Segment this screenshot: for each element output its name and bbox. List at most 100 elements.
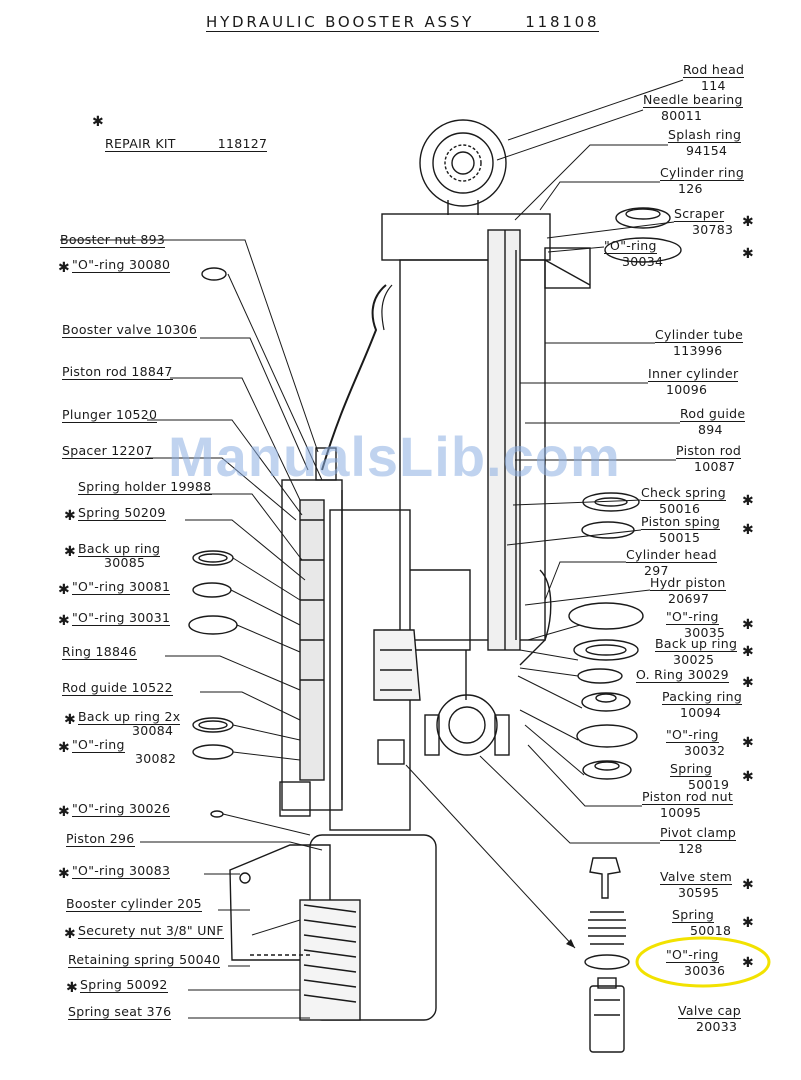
valve-cap [589, 985, 625, 1053]
assembly-number: 118108 [525, 13, 600, 31]
left-part-label-0: Booster nut 893 [60, 232, 166, 248]
right-part-label-0: Rod head [683, 62, 745, 78]
right-part-number-23: 50018 [690, 923, 732, 938]
right-part-label-17: Packing ring [662, 689, 743, 705]
spring-50019 [582, 760, 632, 780]
right-part-label-24: "O"-ring [666, 947, 719, 963]
oring-30083-mark [239, 872, 251, 884]
right-part-label-2: Splash ring [668, 127, 742, 143]
right-part-kit-marker-19: ✱ [742, 769, 755, 785]
right-part-number-3: 126 [678, 181, 703, 196]
right-part-label-20: Piston rod nut [642, 789, 734, 805]
left-part-number-13: 30084 [132, 723, 174, 738]
left-part-kit-marker-13: ✱ [64, 712, 77, 728]
right-part-label-22: Valve stem [660, 869, 733, 885]
right-part-number-1: 80011 [661, 108, 703, 123]
left-part-label-2: Booster valve 10306 [62, 322, 198, 338]
right-part-label-23: Spring [672, 907, 715, 923]
right-part-number-19: 50019 [688, 777, 730, 792]
right-part-label-15: Back up ring [655, 636, 738, 652]
right-part-kit-marker-23: ✱ [742, 915, 755, 931]
left-part-kit-marker-21: ✱ [66, 980, 79, 996]
right-part-number-2: 94154 [686, 143, 728, 158]
pivot-clamp [436, 694, 498, 756]
repair-kit-marker: ✱ [92, 114, 105, 130]
inner-cylinder [487, 229, 521, 651]
left-part-label-3: Piston rod 18847 [62, 364, 173, 380]
left-part-label-18: Booster cylinder 205 [66, 896, 202, 912]
right-part-kit-marker-11: ✱ [742, 522, 755, 538]
title-text: HYDRAULIC BOOSTER ASSY [206, 13, 475, 31]
right-part-label-4: Scraper [674, 206, 725, 222]
right-part-number-4: 30783 [692, 222, 734, 237]
right-part-kit-marker-22: ✱ [742, 877, 755, 893]
packing-ring-10094 [581, 692, 631, 712]
oring-30026 [210, 810, 224, 818]
right-part-kit-marker-15: ✱ [742, 644, 755, 660]
right-part-kit-marker-10: ✱ [742, 493, 755, 509]
right-part-number-22: 30595 [678, 885, 720, 900]
right-part-label-9: Piston rod [676, 443, 742, 459]
cylinder-head-top [381, 213, 551, 261]
right-part-number-24: 30036 [684, 963, 726, 978]
right-part-number-6: 113996 [673, 343, 723, 358]
right-part-kit-marker-18: ✱ [742, 735, 755, 751]
right-part-number-17: 10094 [680, 705, 722, 720]
right-part-number-8: 894 [698, 422, 723, 437]
right-part-label-10: Check spring [641, 485, 726, 501]
left-part-label-14: "O"-ring [72, 737, 125, 753]
left-part-kit-marker-17: ✱ [58, 866, 71, 882]
left-part-label-21: Spring 50092 [80, 977, 168, 993]
left-part-label-17: "O"-ring 30083 [72, 863, 171, 879]
right-part-number-12: 297 [644, 563, 669, 578]
right-part-label-13: Hydr piston [650, 575, 726, 591]
left-part-kit-marker-15: ✱ [58, 804, 71, 820]
right-part-label-14: "O"-ring [666, 609, 719, 625]
right-part-label-5: "O"-ring [604, 238, 657, 254]
left-part-label-16: Piston 296 [66, 831, 135, 847]
right-part-kit-marker-4: ✱ [742, 214, 755, 230]
right-part-number-25: 20033 [696, 1019, 738, 1034]
right-part-number-14: 30035 [684, 625, 726, 640]
hydraulic-port [544, 247, 591, 289]
right-part-label-11: Piston sping [641, 514, 721, 530]
left-part-label-4: Plunger 10520 [62, 407, 158, 423]
oring-30029 [577, 668, 623, 684]
left-part-label-13: Back up ring 2x [78, 709, 181, 725]
right-part-number-18: 30032 [684, 743, 726, 758]
repair-kit-number: 118127 [217, 136, 268, 151]
left-part-label-1: "O"-ring 30080 [72, 257, 171, 273]
right-part-kit-marker-5: ✱ [742, 246, 755, 262]
highlight-ring [635, 936, 771, 988]
oring-30035 [568, 602, 644, 630]
oring-30032 [576, 724, 638, 748]
right-part-label-1: Needle bearing [643, 92, 743, 108]
left-part-kit-marker-14: ✱ [58, 740, 71, 756]
left-part-kit-marker-9: ✱ [58, 582, 71, 598]
left-part-label-11: Ring 18846 [62, 644, 137, 660]
valve-stem [589, 857, 621, 899]
left-part-number-14: 30082 [135, 751, 177, 766]
lower-valve [373, 629, 421, 701]
right-part-kit-marker-14: ✱ [742, 617, 755, 633]
left-part-kit-marker-19: ✱ [64, 926, 77, 942]
right-part-label-21: Pivot clamp [660, 825, 737, 841]
watermark: ManualsLib.com [168, 425, 621, 488]
scraper-30783 [615, 207, 671, 229]
cylinder-tube [399, 259, 546, 641]
left-part-kit-marker-8: ✱ [64, 544, 77, 560]
oring-30081 [192, 582, 232, 598]
left-part-label-6: Spring holder 19988 [78, 479, 212, 495]
right-part-number-5: 30034 [622, 254, 664, 269]
oring-30034 [604, 237, 682, 263]
side-nipple [279, 781, 311, 817]
rod-head [419, 119, 507, 207]
right-part-number-11: 50015 [659, 530, 701, 545]
right-part-label-25: Valve cap [678, 1003, 741, 1019]
right-part-label-3: Cylinder ring [660, 165, 745, 181]
backup-ring-30025 [573, 639, 639, 661]
right-part-label-8: Rod guide [680, 406, 746, 422]
right-part-number-0: 114 [701, 78, 726, 93]
